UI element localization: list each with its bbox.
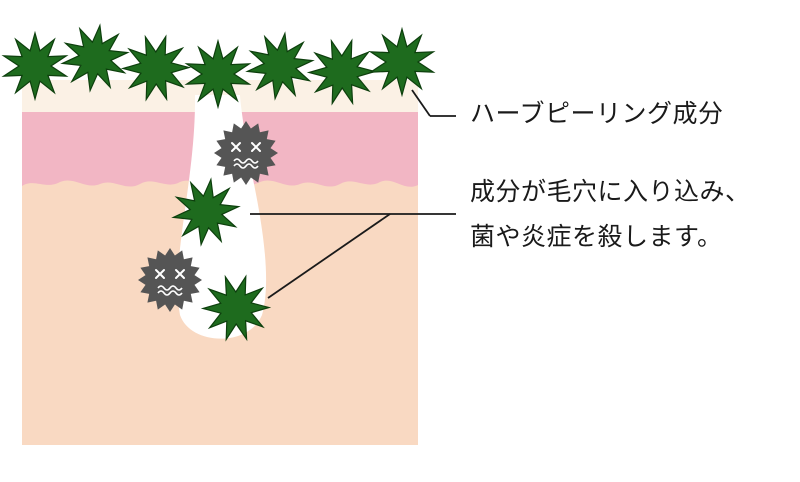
dead-germ-icon (138, 248, 202, 312)
herb-ingredient-label: ハーブピーリング成分 (470, 99, 724, 128)
description-line-2: 菌や炎症を殺します。 (470, 222, 723, 251)
green-star-icon (120, 34, 192, 102)
green-star-icon (171, 177, 241, 247)
green-star-icon (368, 26, 436, 98)
green-star-icon (245, 31, 315, 101)
leader-line-pore-lower (267, 213, 391, 299)
dead-germ-icon (214, 121, 278, 185)
leader-line-herb-diagonal (411, 89, 431, 117)
green-star-icon (184, 38, 252, 110)
green-star-icon (60, 23, 130, 93)
green-star-icon (1, 30, 69, 102)
green-star-icon (306, 38, 378, 106)
description-line-1: 成分が毛穴に入り込み、 (470, 177, 751, 206)
green-star-icon (200, 274, 272, 342)
